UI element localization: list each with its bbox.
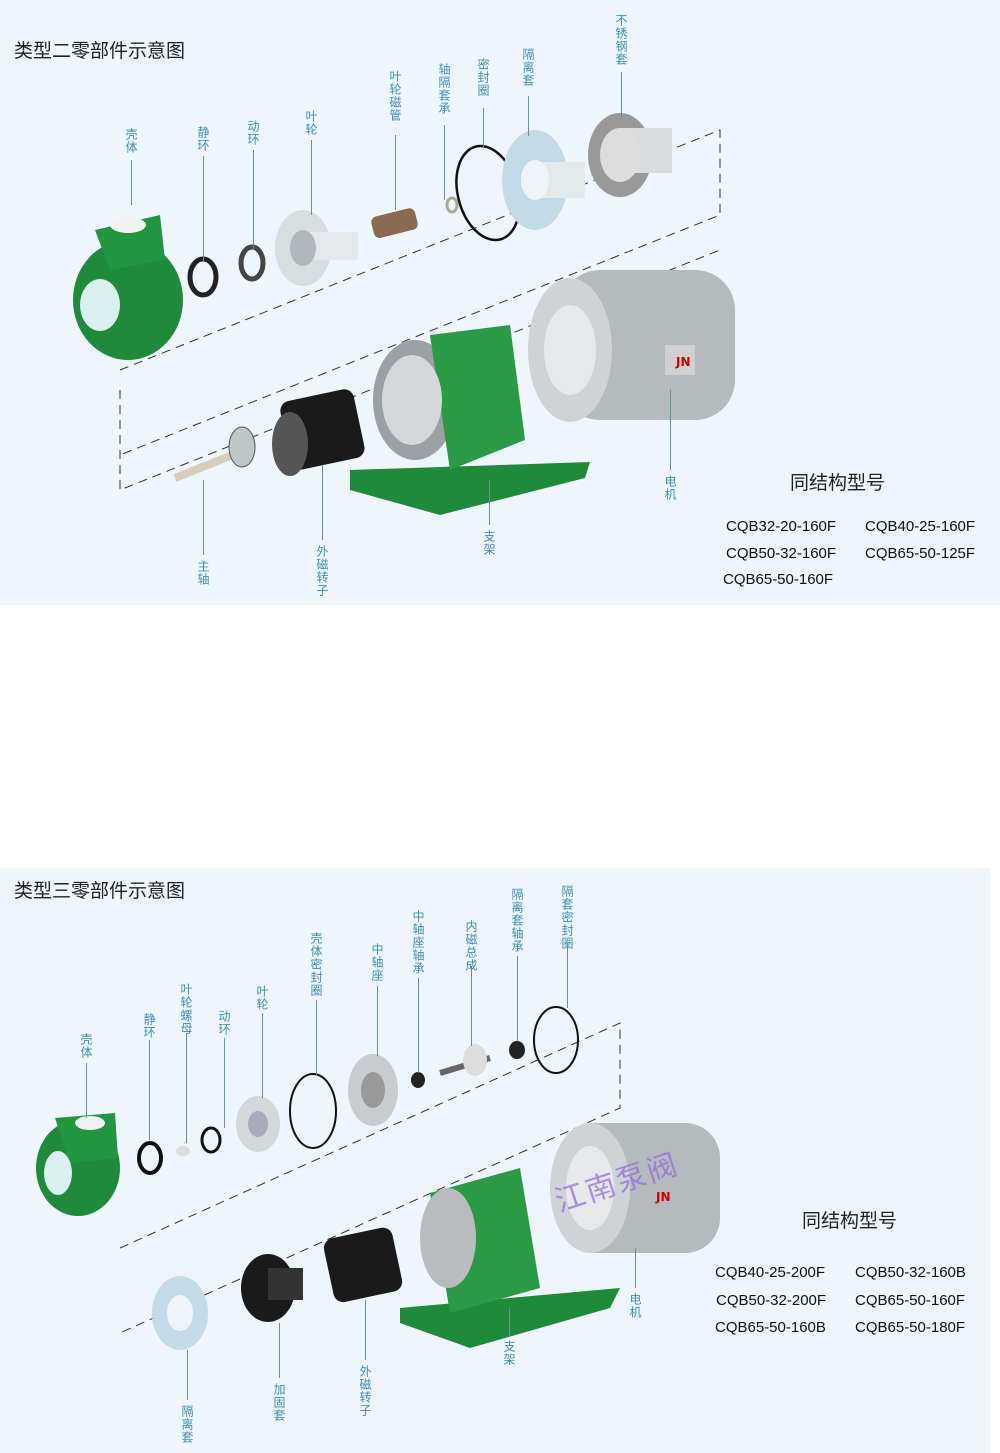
label-impeller: 叶轮 <box>304 110 318 136</box>
label-reinforcement-sleeve: 加固套 <box>272 1383 286 1422</box>
outer-magnet-rotor <box>272 389 365 476</box>
impeller-magnet-tube <box>371 208 418 238</box>
shaft-sleeve-bearing <box>445 196 459 214</box>
label-bracket: 支架 <box>482 530 496 556</box>
model: CQB32-20-160F <box>726 518 837 535</box>
label-main-shaft: 主轴 <box>196 560 210 586</box>
model: CQB65-50-180F <box>855 1319 966 1336</box>
impeller-nut <box>176 1146 190 1156</box>
main-shaft <box>173 426 256 482</box>
assembly-outline <box>119 129 721 491</box>
model: CQB50-32-160B <box>855 1264 966 1281</box>
middle-shaft-seat <box>348 1054 398 1126</box>
motor-badge: JN <box>676 355 691 369</box>
impeller <box>275 210 358 286</box>
label-bracket: 支架 <box>502 1340 516 1366</box>
static-ring <box>187 256 219 298</box>
type3-title: 类型三零部件示意图 <box>14 880 186 902</box>
pump-casing <box>36 1113 120 1216</box>
label-outer-magnet-rotor: 外磁转子 <box>358 1365 372 1417</box>
model: CQB65-50-125F <box>865 545 976 562</box>
label-isolation-sleeve: 隔离套 <box>521 48 535 87</box>
label-casing: 壳体 <box>124 128 138 154</box>
type3-panel: 类型三零部件示意图 壳体 静环 叶轮螺母 动环 叶轮 壳体密封圈 中轴座 中轴座… <box>0 868 990 1453</box>
motor <box>550 1123 720 1253</box>
dynamic-ring <box>238 244 266 282</box>
model: CQB50-32-160F <box>726 545 837 562</box>
assembly-outline <box>119 1022 621 1334</box>
type2-panel: 类型二零部件示意图 壳体 静环 动环 叶轮 叶轮磁管 轴隔套承 密封圈 隔离套 … <box>0 0 1000 605</box>
label-casing: 壳体 <box>79 1033 93 1059</box>
impeller <box>236 1096 280 1152</box>
label-stainless-sleeve: 不锈钢套 <box>614 14 628 66</box>
type3-exploded-drawing <box>36 1006 720 1350</box>
label-casing-seal-ring: 壳体密封圈 <box>309 932 323 997</box>
type2-title: 类型二零部件示意图 <box>14 40 186 62</box>
label-sleeve-seal-ring: 隔套密封圈 <box>560 885 574 950</box>
label-inner-magnet-assembly: 内磁总成 <box>464 920 478 972</box>
label-middle-shaft-seat: 中轴座 <box>370 943 384 982</box>
label-motor: 电机 <box>628 1293 642 1319</box>
label-dynamic-ring: 动环 <box>217 1010 231 1036</box>
isolation-sleeve <box>502 130 585 230</box>
bracket <box>350 325 590 515</box>
label-dynamic-ring: 动环 <box>246 120 260 146</box>
model: CQB50-32-200F <box>716 1292 827 1309</box>
motor-badge: JN <box>656 1190 671 1204</box>
casing-seal-ring <box>289 1073 337 1149</box>
isolation-sleeve-bearing <box>509 1041 525 1059</box>
isolation-sleeve <box>152 1276 208 1350</box>
models-title: 同结构型号 <box>790 472 886 494</box>
model: CQB65-50-160B <box>715 1319 826 1336</box>
model: CQB40-25-160F <box>865 518 976 535</box>
label-motor: 电机 <box>663 475 677 501</box>
static-ring <box>137 1141 163 1175</box>
label-impeller-nut: 叶轮螺母 <box>179 983 193 1035</box>
reinforcement-sleeve <box>241 1254 303 1322</box>
model: CQB65-50-160F <box>723 571 834 588</box>
dynamic-ring <box>200 1126 222 1154</box>
label-seal-ring: 密封圈 <box>476 58 490 97</box>
outer-magnet-rotor <box>323 1227 403 1303</box>
label-middle-seat-bearing: 中轴座轴承 <box>411 910 425 975</box>
sleeve-seal-ring <box>533 1006 579 1074</box>
label-impeller: 叶轮 <box>255 985 269 1011</box>
motor <box>528 270 735 422</box>
model: CQB65-50-160F <box>855 1292 966 1309</box>
middle-seat-bearing <box>411 1072 425 1088</box>
models-title: 同结构型号 <box>802 1210 898 1232</box>
stainless-sleeve <box>588 113 672 197</box>
label-isolation-sleeve: 隔离套 <box>180 1405 194 1444</box>
model: CQB40-25-200F <box>715 1264 826 1281</box>
label-impeller-magnet-tube: 叶轮磁管 <box>388 70 402 122</box>
label-outer-magnet-rotor: 外磁转子 <box>315 545 329 597</box>
label-shaft-sleeve-bearing: 轴隔套承 <box>437 63 451 115</box>
inner-magnet-assembly <box>439 1044 491 1076</box>
label-static-ring: 静环 <box>196 126 210 152</box>
pump-casing <box>73 215 183 360</box>
type2-exploded-drawing <box>73 113 735 515</box>
bracket <box>400 1168 620 1348</box>
label-static-ring: 静环 <box>142 1013 156 1039</box>
label-isolation-sleeve-bearing: 隔离套轴承 <box>510 888 524 953</box>
